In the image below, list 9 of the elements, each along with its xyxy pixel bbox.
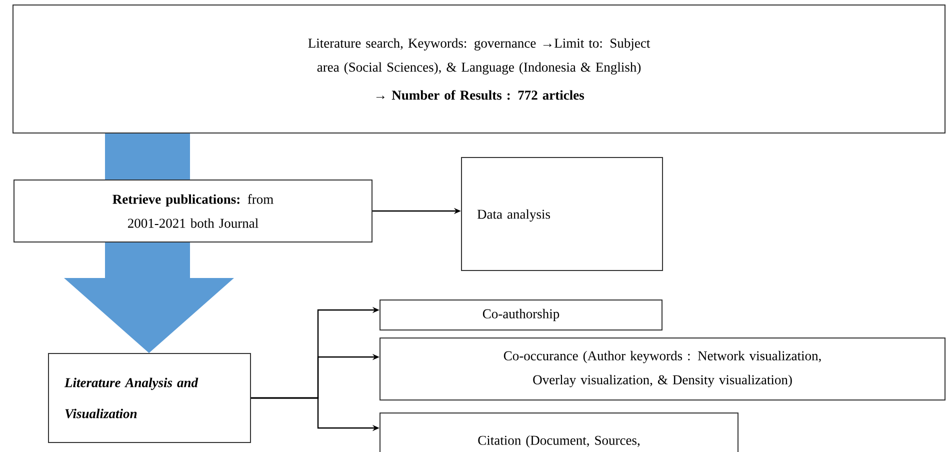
literature-analysis-box: Literature Analysis and Visualization xyxy=(48,353,251,443)
block-arrow xyxy=(105,134,190,180)
method-box: Co-occurance (Author keywords : Network visualization, Overlay visualization, & Density visualization) xyxy=(380,338,946,400)
analysis-box: Data analysis xyxy=(461,157,664,271)
search-box: Literature search, Keywords: governance →Limit to: Subject area (Social Sciences), & Language (Indonesia & English) → Number of Results : 772 articles xyxy=(12,4,946,134)
method-box: Co-authorship xyxy=(380,300,662,330)
retrieve-box: Retrieve publications: from 2001-2021 both Journal xyxy=(14,180,372,242)
method-box: Citation (Document, Sources, xyxy=(380,412,739,452)
block-arrow xyxy=(64,242,234,353)
